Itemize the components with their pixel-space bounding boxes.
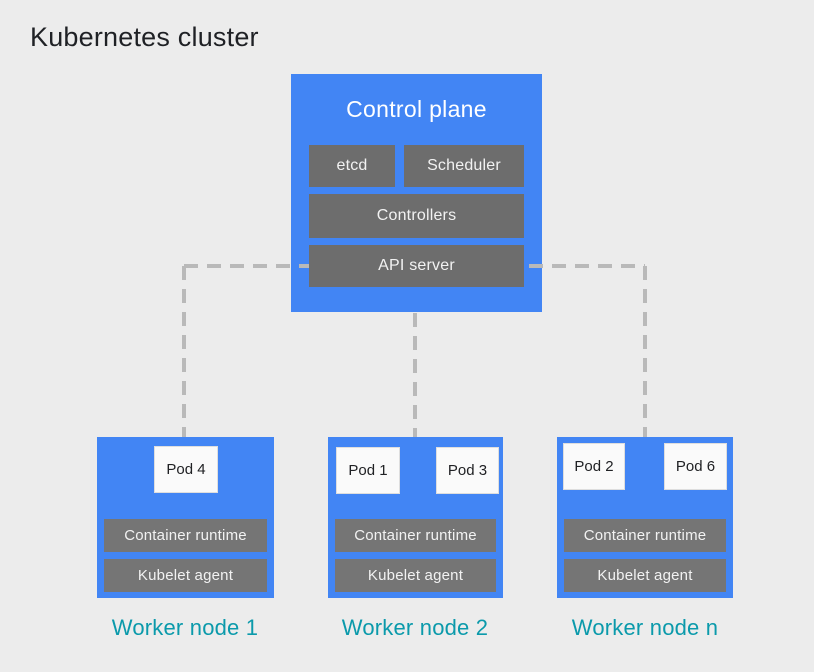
component-controllers: Controllers — [309, 194, 524, 238]
worker-node-1-label: Worker node 1 — [111, 615, 259, 640]
worker-2-kubelet-agent: Kubelet agent — [335, 559, 496, 592]
pod-2: Pod 2 — [563, 443, 625, 490]
pod-3: Pod 3 — [436, 447, 499, 494]
pod-6: Pod 6 — [664, 443, 727, 490]
diagram-title: Kubernetes cluster — [30, 22, 259, 52]
component-scheduler: Scheduler — [404, 145, 524, 187]
worker-n-kubelet-agent: Kubelet agent — [564, 559, 726, 592]
component-etcd: etcd — [309, 145, 395, 187]
worker-node-n-label: Worker node n — [571, 615, 719, 640]
worker-node-1-box: Pod 4 Container runtime Kubelet agent — [97, 437, 274, 598]
worker-node-2-box: Pod 1 Pod 3 Container runtime Kubelet ag… — [328, 437, 503, 598]
control-plane-title: Control plane — [346, 96, 487, 122]
control-plane-box: Control plane etcd Scheduler Controllers… — [291, 74, 542, 312]
pod-4: Pod 4 — [154, 446, 218, 493]
component-api-server: API server — [309, 245, 524, 287]
pod-1: Pod 1 — [336, 447, 400, 494]
worker-n-container-runtime: Container runtime — [564, 519, 726, 552]
worker-1-kubelet-agent: Kubelet agent — [104, 559, 267, 592]
worker-2-container-runtime: Container runtime — [335, 519, 496, 552]
worker-1-container-runtime: Container runtime — [104, 519, 267, 552]
worker-node-2-label: Worker node 2 — [341, 615, 489, 640]
worker-node-n-box: Pod 2 Pod 6 Container runtime Kubelet ag… — [557, 437, 733, 598]
